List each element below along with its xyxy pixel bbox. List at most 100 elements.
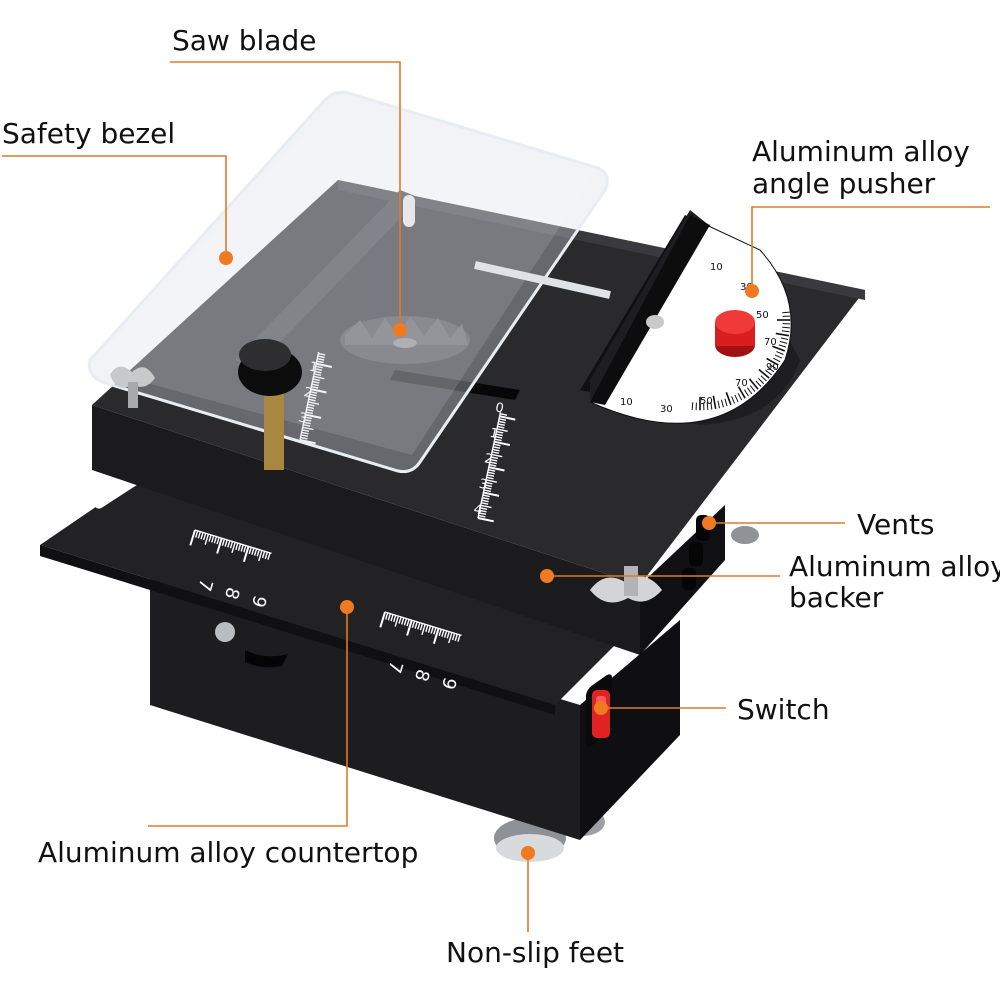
callout-feet: Non-slip feet [446, 846, 624, 969]
ruler-tick [491, 453, 503, 458]
ruler-tick [427, 625, 432, 633]
label-angle-pusher-line2: angle pusher [752, 167, 936, 200]
table-saw-illustration: 7 8 9 7 8 9 0 1 2 [40, 90, 865, 862]
ruler-tick [390, 614, 394, 622]
ruler-tick [487, 471, 495, 475]
ruler-tick [315, 365, 323, 369]
ruler-tick [309, 396, 317, 399]
ruler-tick [496, 428, 508, 432]
ruler-tick [216, 537, 223, 554]
marker-dot [219, 251, 233, 265]
motor-housing-side [580, 620, 680, 840]
protractor-tick [720, 399, 724, 408]
callout-backer: Aluminum alloy backer [540, 550, 1000, 614]
ruler-tick [305, 413, 322, 419]
ruler-tick [478, 514, 486, 518]
protractor-number: 30 [660, 404, 673, 415]
ruler-tick [202, 533, 207, 541]
ruler-tick [204, 533, 210, 545]
ruler-tick [446, 631, 450, 639]
ruler-number: 2 [302, 385, 313, 401]
protractor-tick [772, 345, 786, 352]
ruler-tick [421, 624, 426, 636]
protractor-tick [746, 387, 753, 395]
ruler-tick [221, 538, 226, 546]
ruler-tick [248, 546, 252, 555]
callout-safety-bezel: Safety bezel [2, 117, 233, 265]
ruler-tick [495, 433, 503, 437]
wing-nut-right [590, 566, 662, 603]
callouts: Saw blade Safety bezel Aluminum alloy an… [2, 24, 1000, 969]
ruler-tick [433, 627, 437, 635]
protractor-tick [774, 354, 783, 359]
ruler-tick [482, 496, 490, 500]
marker-dot [393, 323, 407, 337]
ruler-tick [304, 418, 312, 422]
ruler-tick [208, 534, 212, 542]
protractor-tick [737, 393, 743, 401]
ruler-tick [492, 446, 501, 449]
label-countertop: Aluminum alloy countertop [38, 836, 418, 869]
ruler-tick [310, 390, 318, 394]
ruler-tick [309, 393, 317, 397]
angle-pusher: 10 30 50 70 10 30 50 70 90 [580, 210, 800, 425]
ruler-number: 2 [483, 451, 494, 467]
ruler-tick [306, 406, 315, 410]
ruler-tick [448, 632, 453, 644]
ruler-tick [302, 429, 310, 432]
ruler-tick [500, 413, 508, 416]
ruler-number: 0 [494, 400, 505, 416]
ruler-tick [491, 451, 500, 455]
ruler-tick [216, 537, 220, 545]
ruler-tick [311, 385, 319, 389]
protractor-number: 90 [766, 362, 779, 373]
label-backer-line2: backer [789, 581, 884, 614]
ruler-tick [384, 612, 389, 620]
ruler-tick [303, 424, 311, 427]
ruler-tick [306, 408, 314, 412]
ruler-tick [312, 378, 320, 382]
countertop-plate [40, 470, 640, 705]
ruler-tick [414, 621, 418, 629]
ruler-number: 4 [472, 502, 483, 518]
callout-vents: Vents [702, 508, 935, 541]
ruler-tick [317, 355, 325, 359]
ruler-tick [237, 543, 242, 551]
protractor-tick [782, 326, 790, 329]
protractor-tick [776, 351, 784, 355]
ruler-tick [480, 507, 488, 510]
ruler-tick [479, 509, 487, 513]
protractor-tick [691, 402, 694, 410]
protractor-tick [782, 311, 790, 314]
protractor-tick [706, 402, 709, 410]
protractor-tick [775, 332, 790, 337]
ruler-tick [451, 633, 456, 641]
label-angle-pusher-line1: Aluminum alloy [752, 135, 970, 168]
ruler-tick [242, 546, 250, 562]
ruler-tick [307, 401, 320, 405]
ruler-tick [311, 383, 319, 387]
ruler-tick [441, 629, 445, 637]
rip-fence [235, 190, 420, 368]
ruler-tick [392, 615, 397, 623]
protractor-tick [725, 392, 732, 406]
ruler-tick [485, 481, 493, 485]
ruler-tick [492, 448, 500, 452]
protractor-tick [781, 330, 790, 333]
ruler-tick [432, 628, 440, 644]
ruler-tick [494, 438, 502, 442]
fence-lock-knob [238, 339, 302, 470]
protractor-number: 50 [700, 396, 713, 407]
ruler-tick [494, 440, 511, 447]
ruler-tick [253, 548, 258, 556]
safety-bezel [87, 90, 611, 474]
callout-saw-blade: Saw blade [170, 24, 407, 337]
motor-housing-front [150, 575, 580, 840]
ruler-tick [489, 463, 497, 467]
ruler-tick [312, 380, 320, 384]
protractor-tick [758, 378, 765, 385]
angle-lock-knob [715, 310, 755, 357]
ruler-tick [486, 476, 494, 480]
protractor-tick [749, 385, 756, 392]
ruler-tick [318, 352, 326, 356]
